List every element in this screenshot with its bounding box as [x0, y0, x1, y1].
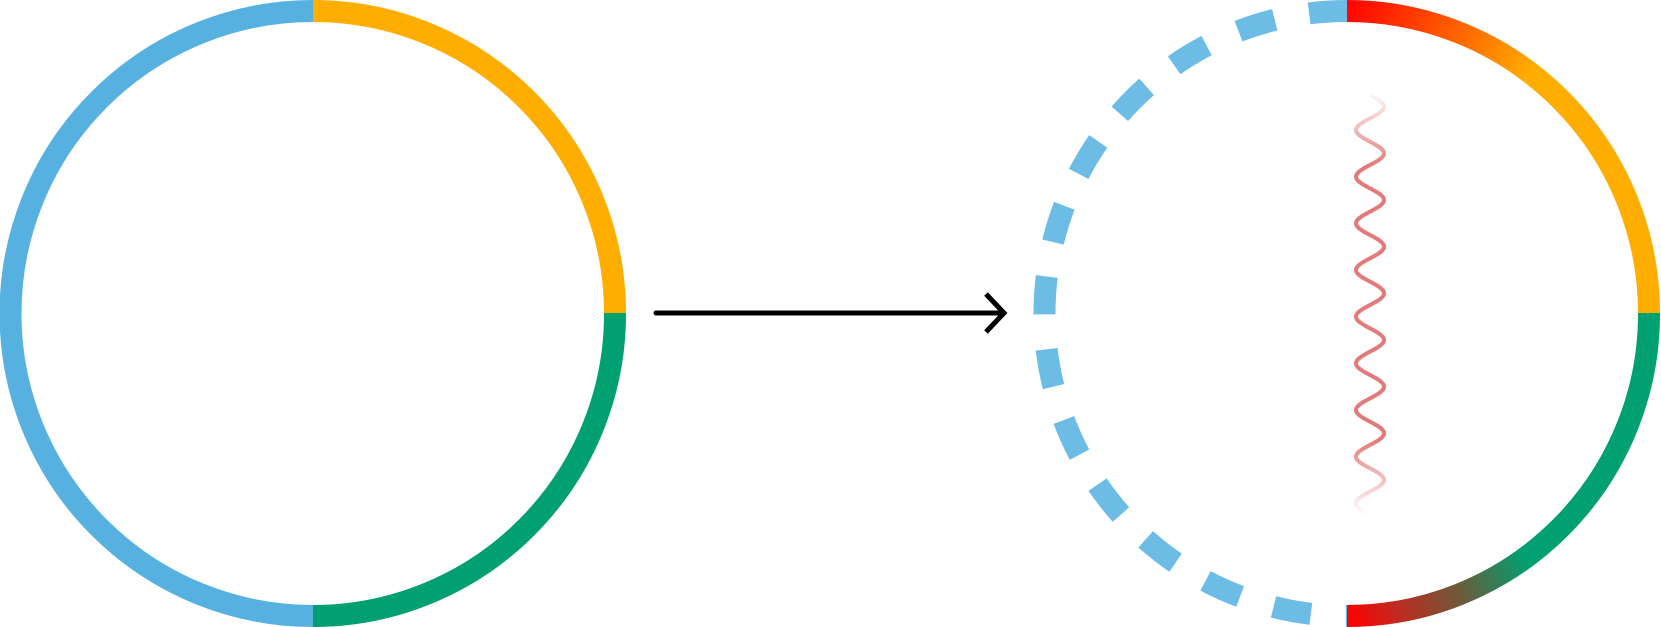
left-loop-blue-arc	[0, 0, 314, 627]
left-loop-orange-arc	[312, 0, 626, 314]
right-loop-bottom-arc	[1346, 312, 1661, 627]
left-loop	[0, 0, 627, 627]
right-loop-top-arc	[1346, 0, 1660, 314]
transition-arrow	[653, 292, 1008, 334]
right-loop-dashed-blue-arc	[1033, 0, 1348, 627]
right-loop	[1033, 0, 1661, 627]
right-loop-inner-wave	[1353, 93, 1387, 517]
left-loop-green-arc	[312, 312, 627, 627]
arrow-head	[984, 292, 1008, 334]
